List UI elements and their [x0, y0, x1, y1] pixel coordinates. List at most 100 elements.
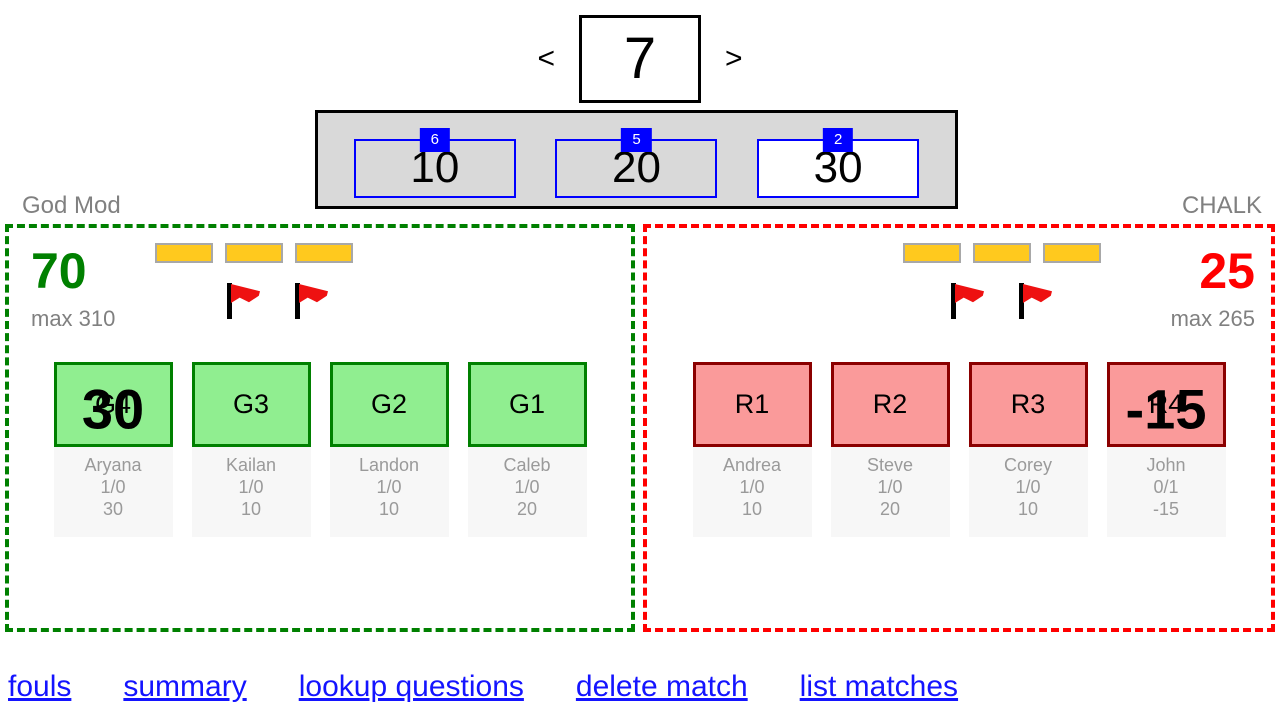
- player-record: 1/0: [238, 477, 264, 497]
- footer-link-summary[interactable]: summary: [123, 670, 247, 703]
- yellow-card-icon[interactable]: [1043, 243, 1101, 263]
- yellow-card-icon[interactable]: [973, 243, 1031, 263]
- player-button-R3[interactable]: R3: [968, 362, 1088, 447]
- red-flags-left: [223, 281, 331, 321]
- player-record: 1/0: [877, 477, 903, 497]
- footer-link-lookup-questions[interactable]: lookup questions: [298, 670, 524, 703]
- answer-count-badge[interactable]: 2: [822, 127, 854, 152]
- player-button-G3[interactable]: G3: [191, 362, 311, 447]
- player-points: 30: [102, 499, 124, 519]
- player-points: 10: [240, 499, 262, 519]
- player-record: 0/1: [1153, 477, 1179, 497]
- player-button-R1[interactable]: R1: [692, 362, 812, 447]
- next-question-arrow-icon[interactable]: >: [725, 42, 743, 75]
- player-button-R2[interactable]: R2: [830, 362, 950, 447]
- yellow-card-icon[interactable]: [225, 243, 283, 263]
- footer-links: fouls summary lookup questions delete match…: [0, 672, 1280, 702]
- flag-cloth: [231, 284, 260, 303]
- player-record: 1/0: [100, 477, 126, 497]
- player-code: R2: [872, 389, 908, 419]
- red-flag-icon[interactable]: [223, 281, 263, 321]
- answer-value: 20: [612, 143, 661, 192]
- flag-pole: [295, 283, 300, 319]
- player-code: G2: [370, 389, 408, 419]
- red-flag-icon[interactable]: [291, 281, 331, 321]
- player-points: -15: [1152, 499, 1179, 519]
- team-name-right: CHALK: [1181, 192, 1262, 219]
- footer-link-fouls[interactable]: fouls: [8, 670, 72, 703]
- player-name: Aryana: [84, 455, 142, 475]
- player-name: Landon: [358, 455, 420, 475]
- yellow-card-icon[interactable]: [155, 243, 213, 263]
- player-name: Steve: [866, 455, 914, 475]
- yellow-card-icon[interactable]: [295, 243, 353, 263]
- player-button-G1[interactable]: G1: [467, 362, 587, 447]
- player-button-G2[interactable]: G2: [329, 362, 449, 447]
- answer-value: 30: [813, 143, 863, 192]
- player-record: 1/0: [514, 477, 540, 497]
- flag-cloth: [955, 284, 984, 303]
- red-flag-icon[interactable]: [947, 281, 987, 321]
- player-points: 10: [1017, 499, 1039, 519]
- player-code: R1: [734, 389, 770, 419]
- flag-pole: [227, 283, 232, 319]
- team-max-right: max 265: [1170, 306, 1255, 331]
- player-name: Andrea: [722, 455, 782, 475]
- flag-pole: [1019, 283, 1024, 319]
- player-record: 1/0: [739, 477, 765, 497]
- footer-link-delete-match[interactable]: delete match: [575, 670, 748, 703]
- red-flag-icon[interactable]: [1015, 281, 1055, 321]
- player-name: John: [1146, 455, 1186, 475]
- question-number-box[interactable]: 7: [579, 15, 701, 103]
- team-max-left: max 310: [31, 306, 116, 331]
- flag-pole: [951, 283, 956, 319]
- red-flags-right: [947, 281, 1055, 321]
- team-name-left: God Mod: [22, 192, 121, 219]
- question-number: 7: [623, 26, 657, 91]
- player-points: 10: [741, 499, 763, 519]
- yellow-card-icon[interactable]: [903, 243, 961, 263]
- answer-value: 10: [410, 143, 460, 192]
- question-navigator: < 7 >: [0, 14, 1280, 104]
- player-points: 20: [516, 499, 538, 519]
- player-code: R3: [1010, 389, 1046, 419]
- player-code: R4: [1148, 389, 1184, 419]
- flag-cloth: [1023, 284, 1052, 303]
- yellow-cards-right: [903, 243, 1101, 263]
- player-button-R4[interactable]: R4-15: [1106, 362, 1226, 447]
- player-record: 1/0: [376, 477, 402, 497]
- answer-count-badge[interactable]: 6: [419, 127, 450, 152]
- footer-link-list-matches[interactable]: list matches: [799, 670, 959, 703]
- answer-count-badge[interactable]: 5: [621, 127, 652, 152]
- player-name: Caleb: [503, 455, 551, 475]
- player-points: 10: [378, 499, 400, 519]
- player-record: 1/0: [1015, 477, 1041, 497]
- team-score-left: 70: [31, 243, 87, 299]
- player-points: 20: [879, 499, 901, 519]
- previous-question-arrow-icon[interactable]: <: [537, 42, 555, 75]
